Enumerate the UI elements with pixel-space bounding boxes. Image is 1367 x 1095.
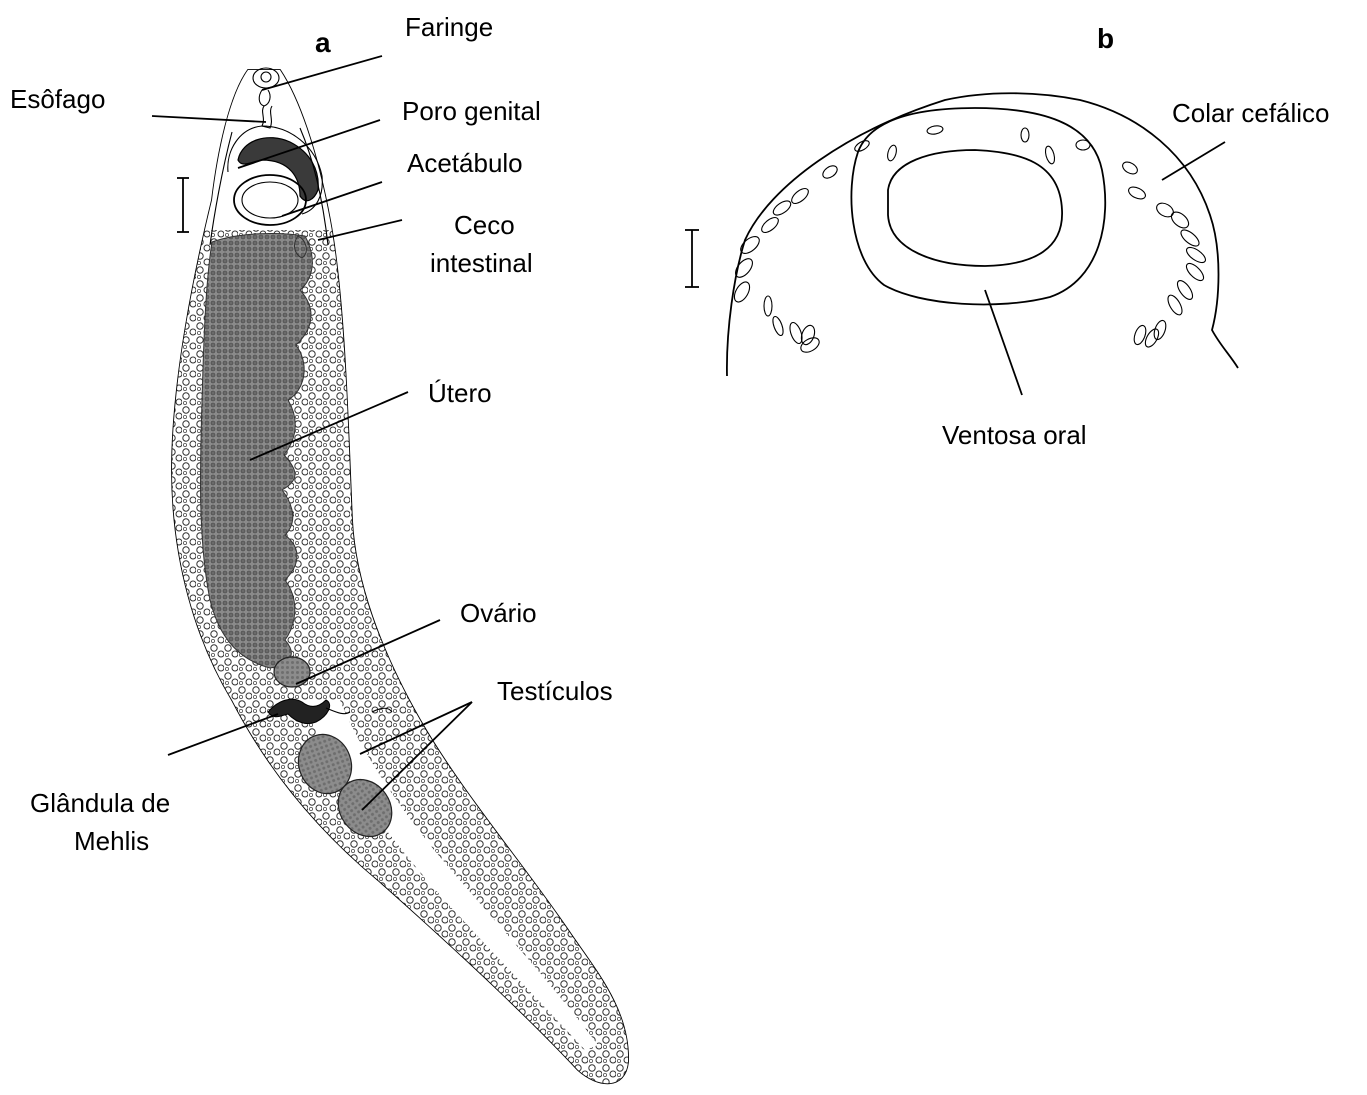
panel-label-a: a [315, 27, 331, 58]
worm-drawing [160, 60, 640, 1095]
ovary [274, 657, 310, 687]
scale-bar-a [177, 178, 189, 232]
label-mehlis: Mehlis [74, 826, 149, 856]
label-faringe: Faringe [405, 12, 493, 42]
leader-lines-b [985, 142, 1225, 395]
scale-bar-b [685, 230, 699, 287]
collar-drawing [685, 93, 1238, 376]
ventral-sucker-ring [851, 108, 1105, 304]
label-acetabulo: Acetábulo [407, 148, 523, 178]
label-testiculos: Testículos [497, 676, 613, 706]
label-colar-cefalico: Colar cefálico [1172, 98, 1330, 128]
label-ventosa-oral: Ventosa oral [942, 420, 1087, 450]
label-glandula: Glândula de [30, 788, 170, 818]
label-ceco: Ceco [454, 210, 515, 240]
label-esofago: Esôfago [10, 84, 105, 114]
panel-label-b: b [1097, 23, 1114, 54]
label-ovario: Ovário [460, 598, 537, 628]
label-utero: Útero [428, 378, 492, 408]
label-poro-genital: Poro genital [402, 96, 541, 126]
label-intestinal: intestinal [430, 248, 533, 278]
oral-sucker-cavity [888, 150, 1062, 266]
collar-spines [731, 125, 1208, 356]
collar-outline [727, 93, 1238, 376]
